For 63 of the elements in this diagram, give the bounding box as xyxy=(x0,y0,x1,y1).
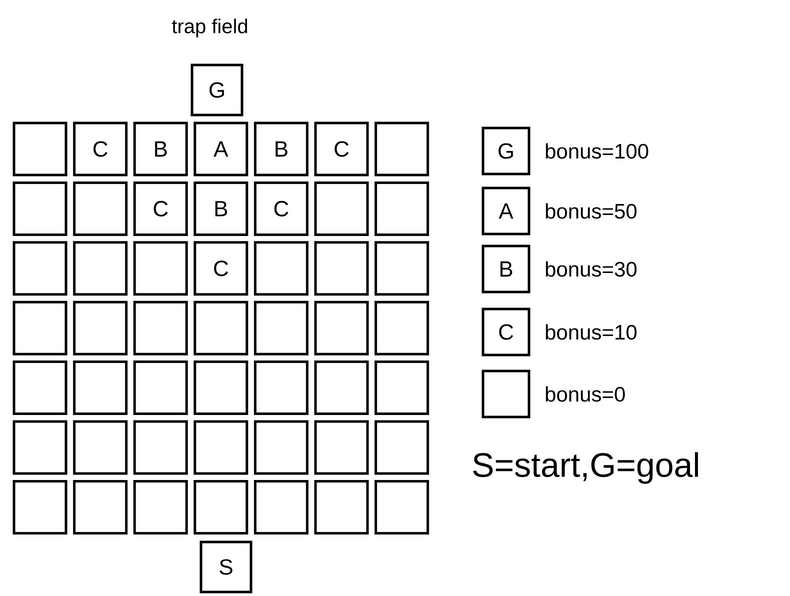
empty-cell xyxy=(73,300,128,356)
legend-empty-box xyxy=(482,370,530,418)
empty-cell xyxy=(254,300,308,356)
letter-cell: B xyxy=(254,122,308,176)
empty-cell xyxy=(314,241,369,296)
letter-cell: C xyxy=(133,181,188,236)
empty-cell xyxy=(194,480,248,534)
empty-cell xyxy=(254,420,308,475)
empty-cell xyxy=(73,181,128,236)
empty-cell xyxy=(133,480,188,534)
empty-cell xyxy=(73,420,128,475)
empty-cell xyxy=(374,300,430,356)
empty-cell xyxy=(73,480,128,534)
letter-cell: C xyxy=(314,122,369,176)
empty-cell xyxy=(12,181,68,236)
empty-cell xyxy=(314,300,369,356)
bonus-label: bonus=10 xyxy=(546,324,637,340)
empty-cell xyxy=(374,360,430,416)
empty-cell xyxy=(133,300,188,356)
empty-cell xyxy=(73,360,128,416)
bonus-label: bonus=30 xyxy=(546,261,637,277)
letter-cell: A xyxy=(194,122,248,176)
empty-cell xyxy=(194,360,248,416)
empty-cell xyxy=(194,300,248,356)
empty-cell xyxy=(314,480,369,534)
legend-letter-box: G xyxy=(482,126,530,176)
letter-cell: C xyxy=(194,241,248,296)
empty-cell xyxy=(12,300,68,356)
empty-cell xyxy=(12,480,68,534)
empty-cell xyxy=(12,360,68,416)
empty-cell xyxy=(374,480,430,534)
note: S=start,G=goal xyxy=(473,452,698,484)
legend-letter-box: C xyxy=(482,308,530,356)
empty-cell xyxy=(374,181,430,236)
empty-cell xyxy=(12,241,68,296)
empty-cell xyxy=(12,122,68,176)
letter-cell: C xyxy=(254,181,308,236)
letter-cell: B xyxy=(133,122,188,176)
empty-cell xyxy=(374,122,430,176)
legend-letter-box: B xyxy=(482,244,530,294)
title: trap field xyxy=(172,18,248,38)
empty-cell xyxy=(374,241,430,296)
bonus-label: bonus=0 xyxy=(546,386,625,402)
empty-cell xyxy=(12,420,68,475)
empty-cell xyxy=(194,420,248,475)
empty-cell xyxy=(133,241,188,296)
empty-cell xyxy=(254,241,308,296)
empty-cell xyxy=(133,360,188,416)
legend-letter-box: A xyxy=(482,186,530,236)
empty-cell xyxy=(314,181,369,236)
empty-cell xyxy=(314,360,369,416)
empty-cell xyxy=(374,420,430,475)
bonus-label: bonus=100 xyxy=(546,143,648,159)
letter-cell: C xyxy=(73,122,128,176)
empty-cell xyxy=(133,420,188,475)
letter-cell: S xyxy=(200,540,252,594)
empty-cell xyxy=(314,420,369,475)
bonus-label: bonus=50 xyxy=(546,203,637,219)
letter-cell: B xyxy=(194,181,248,236)
letter-cell: G xyxy=(190,64,244,116)
empty-cell xyxy=(254,480,308,534)
empty-cell xyxy=(254,360,308,416)
empty-cell xyxy=(73,241,128,296)
